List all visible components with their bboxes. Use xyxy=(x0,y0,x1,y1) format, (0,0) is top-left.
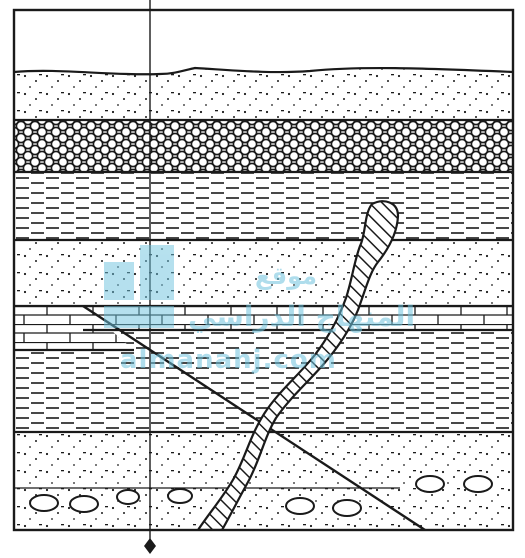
watermark-line1: موقع xyxy=(255,262,317,290)
pebble xyxy=(168,489,192,503)
pebble xyxy=(70,496,98,512)
watermark-line2: المنهاج الدراسي xyxy=(188,300,415,333)
watermark-line3: almanahj.com xyxy=(120,345,337,375)
pebble xyxy=(333,500,361,516)
layer-conglomerate xyxy=(14,120,513,172)
pebble xyxy=(117,490,139,504)
layer-top-sandstone xyxy=(14,68,513,120)
layer-upper-shale xyxy=(14,172,513,240)
arrowhead-icon xyxy=(144,538,156,554)
pebble xyxy=(30,495,58,511)
pebble xyxy=(464,476,492,492)
pebble xyxy=(286,498,314,514)
pebble xyxy=(416,476,444,492)
layer-air xyxy=(14,10,513,72)
